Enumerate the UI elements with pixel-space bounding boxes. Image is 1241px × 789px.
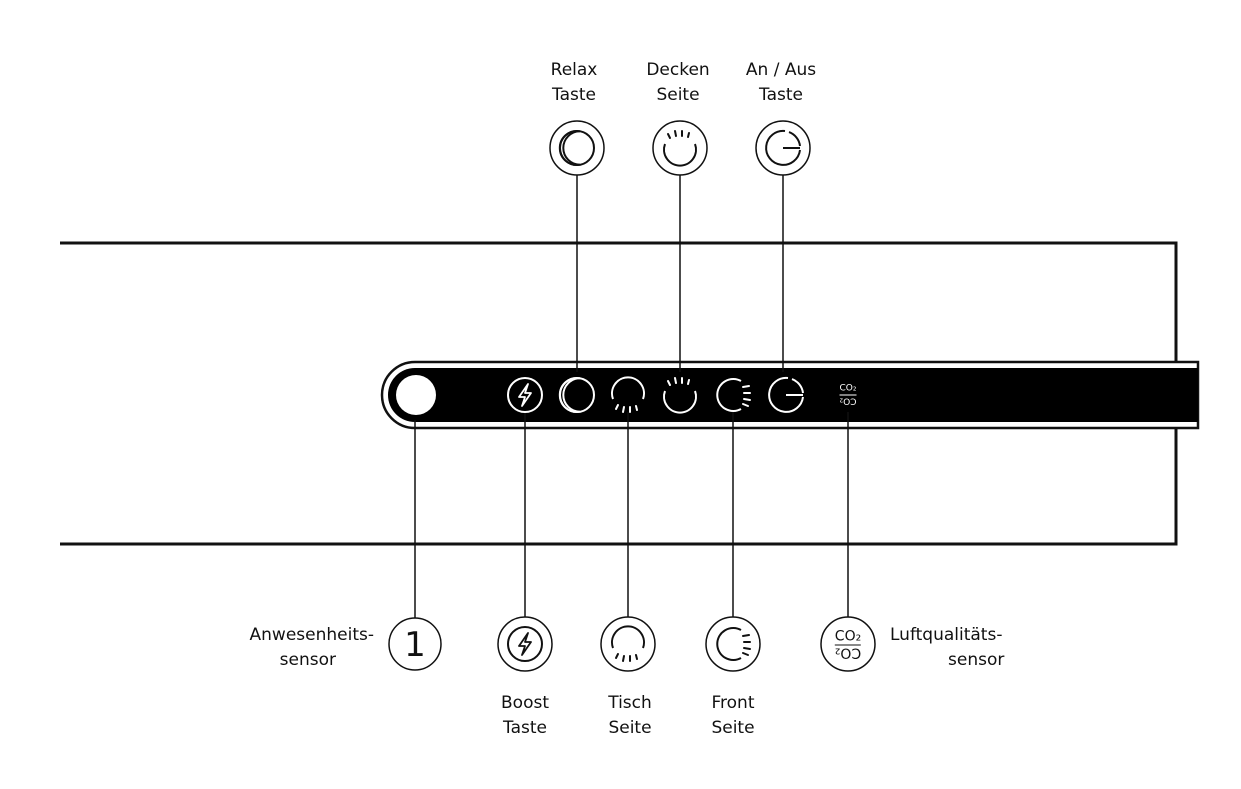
anwesenheit-label: Anwesenheits-sensor [249, 625, 374, 670]
co2-badge [820, 616, 876, 672]
co2-icon: CO₂ CO₂ [834, 628, 862, 661]
strip-co2-top-text: CO₂ [839, 383, 857, 396]
luft-label: Luftqualitäts-sensor [890, 625, 1005, 670]
co2-top-text: CO₂ [834, 628, 862, 646]
strip-co2-icon: CO₂ CO₂ [839, 383, 857, 406]
top-callouts [549, 120, 811, 176]
leader-lines [414, 172, 849, 618]
co2-bottom-text: CO₂ [834, 644, 862, 661]
presence-sensor-number: 1 [404, 625, 426, 665]
strip-co2-bottom-text: CO₂ [839, 395, 857, 406]
strip-icons [396, 375, 804, 415]
presence-sensor-badge [388, 617, 442, 671]
bottom-callouts [388, 616, 876, 672]
presence-sensor-lens [396, 375, 436, 415]
